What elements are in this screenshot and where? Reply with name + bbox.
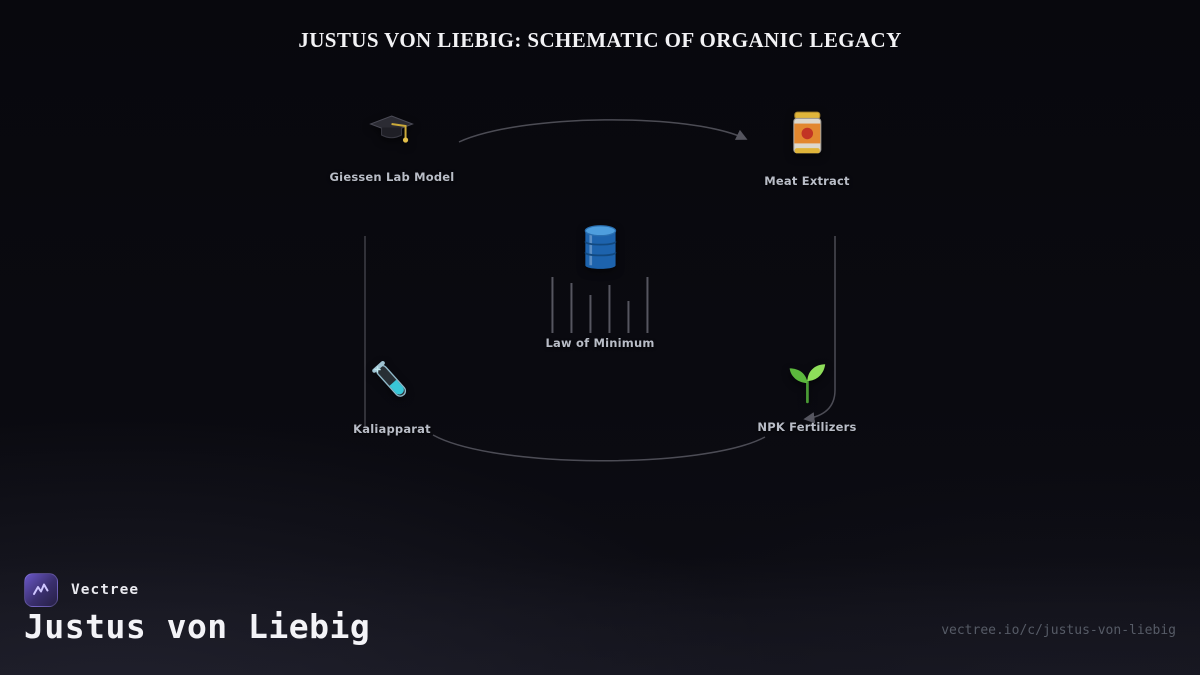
footer: Vectree Justus von Liebig vectree.io/c/j… bbox=[0, 557, 1200, 675]
node-law-of-minimum[interactable]: Law of Minimum bbox=[545, 221, 654, 350]
canned-food-icon bbox=[787, 110, 827, 158]
node-npk-fertilizers[interactable]: NPK Fertilizers bbox=[757, 360, 856, 434]
node-label: Law of Minimum bbox=[545, 336, 655, 350]
oil-drum-icon bbox=[578, 221, 622, 275]
barrel-staves bbox=[551, 275, 649, 333]
edge-kaliapparat-to-npk bbox=[432, 434, 766, 462]
node-label: Meat Extract bbox=[764, 174, 850, 188]
node-label: Kaliapparat bbox=[353, 422, 431, 436]
node-giessen-lab-model[interactable]: Giessen Lab Model bbox=[330, 110, 455, 184]
page-title: JUSTUS VON LIEBIG: SCHEMATIC OF ORGANIC … bbox=[298, 28, 902, 52]
vectree-logo-icon bbox=[24, 573, 58, 607]
node-meat-extract[interactable]: Meat Extract bbox=[764, 110, 850, 188]
node-label: NPK Fertilizers bbox=[757, 420, 857, 434]
brand-name: Vectree bbox=[71, 582, 140, 598]
edge-giessen-to-meat bbox=[458, 119, 748, 143]
footer-url: vectree.io/c/justus-von-liebig bbox=[941, 623, 1176, 638]
node-label: Giessen Lab Model bbox=[329, 170, 455, 184]
seedling-icon bbox=[784, 360, 830, 404]
graduation-cap-icon bbox=[368, 110, 416, 154]
footer-page-title: Justus von Liebig bbox=[24, 607, 371, 646]
brand-link[interactable]: Vectree bbox=[24, 573, 139, 607]
node-kaliapparat[interactable]: Kaliapparat bbox=[353, 358, 431, 436]
test-tube-icon bbox=[368, 358, 416, 406]
